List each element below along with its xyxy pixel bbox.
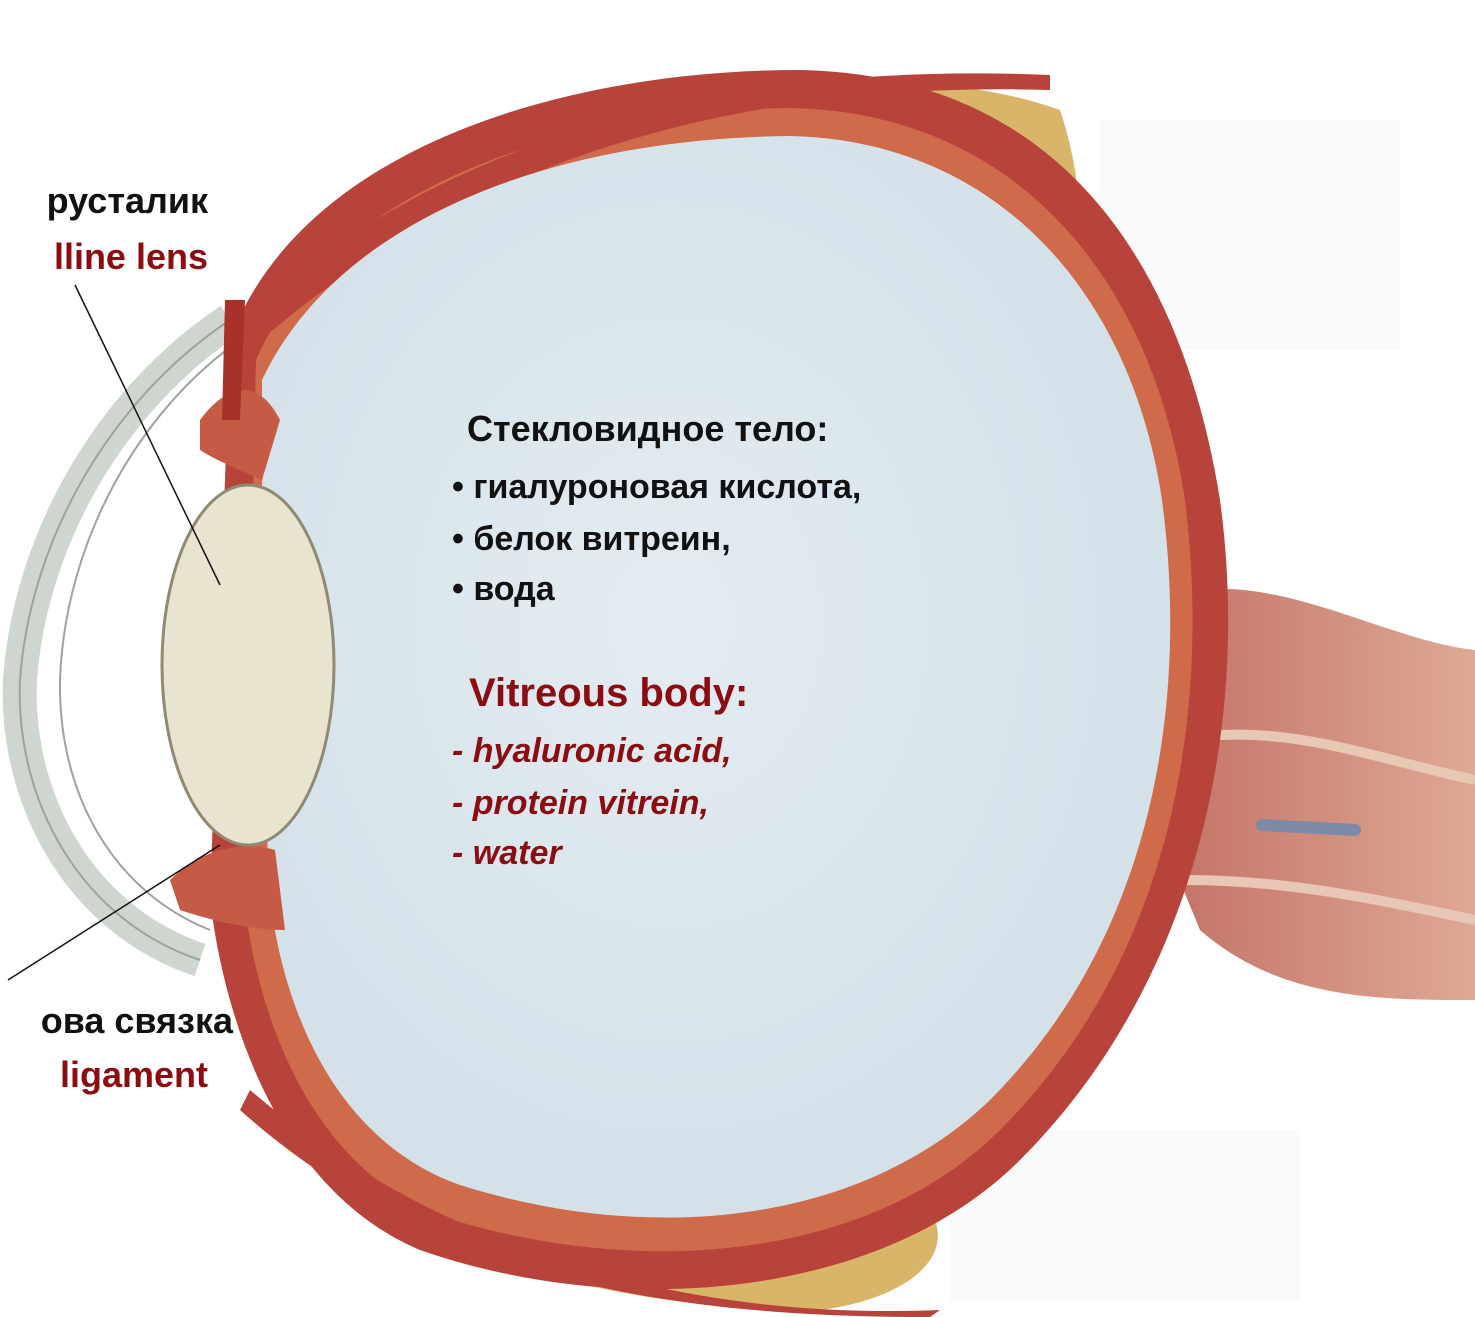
lens-label-ru: русталик: [47, 183, 208, 219]
vitreous-heading-ru: Стекловидное тело:: [467, 411, 828, 447]
crystalline-lens: [162, 485, 334, 845]
vitreous-item-ru-1: • гиалуроновая кислота,: [452, 470, 861, 504]
vitreous-item-ru-2: • белок витреин,: [452, 522, 731, 556]
vitreous-heading-en: Vitreous body:: [469, 673, 748, 713]
ligament-label-en: ligament: [60, 1057, 208, 1093]
vitreous-item-ru-3: • вода: [452, 572, 555, 606]
ligament-label-ru: ова связка: [41, 1003, 233, 1039]
vitreous-item-en-3: - water: [452, 836, 562, 870]
vitreous-item-en-2: - protein vitrein,: [452, 786, 709, 820]
vitreous-item-en-1: - hyaluronic acid,: [452, 734, 732, 768]
lens-label-en: lline lens: [54, 239, 208, 275]
